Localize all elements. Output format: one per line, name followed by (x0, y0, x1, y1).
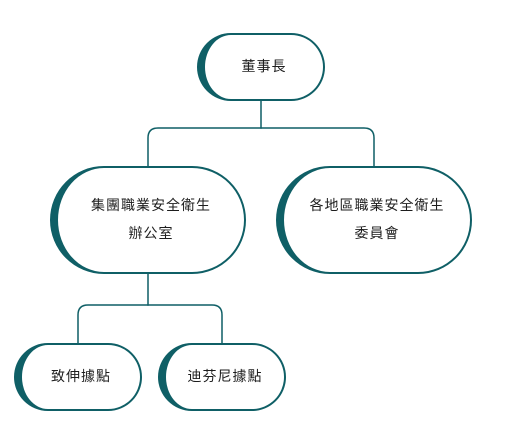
node-group-ohs-office-label-line1: 集團職業安全衛生 (91, 198, 211, 214)
node-group-ohs-office-label-line2: 辦公室 (128, 226, 174, 242)
connector-level2-left (77, 304, 149, 344)
node-group-ohs-office: 集團職業安全衛生 辦公室 (50, 166, 246, 274)
connector-level2-right (147, 304, 223, 344)
node-chairman: 董事長 (197, 33, 325, 101)
connector-level1-left (147, 127, 262, 167)
node-difen-site: 迪芬尼據點 (158, 343, 286, 411)
node-zhishen-site-label: 致伸據點 (51, 369, 111, 385)
node-difen-site-label: 迪芬尼據點 (187, 369, 263, 385)
node-regional-ohs-committee: 各地區職業安全衛生 委員會 (276, 166, 472, 274)
node-regional-ohs-committee-label-line2: 委員會 (354, 226, 400, 242)
connector-level1-right (260, 127, 375, 167)
node-zhishen-site: 致伸據點 (14, 343, 142, 411)
node-regional-ohs-committee-label-line1: 各地區職業安全衛生 (309, 198, 445, 214)
node-chairman-label: 董事長 (241, 59, 287, 75)
